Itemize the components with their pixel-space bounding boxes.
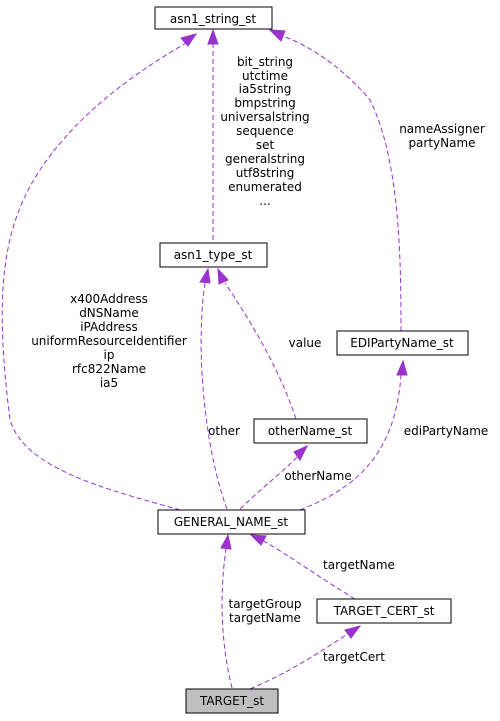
edge-general-name-to-other-name: [239, 444, 309, 510]
edge-general-name-to-asn1-string: [1, 33, 198, 511]
node-label: GENERAL_NAME_st: [174, 515, 289, 529]
edge-label-line: ...: [259, 194, 270, 208]
node-asn1-type-st[interactable]: asn1_type_st: [159, 242, 268, 268]
arrowhead: [199, 267, 211, 284]
edge-asn1-type-to-asn1-string: [207, 28, 219, 240]
edge-label-line: ip: [104, 348, 115, 362]
edge-label-target-to-general-name: targetGroup targetName: [228, 597, 301, 625]
edge-label-line: bmpstring: [234, 96, 295, 110]
edge-label-line: generalstring: [225, 152, 305, 166]
edge-label-line: sequence: [236, 124, 294, 138]
edge-label-line: targetName: [229, 611, 301, 625]
arrowhead: [249, 534, 267, 546]
edge-label-general-name-to-other-name: otherName: [284, 469, 351, 483]
edge-label-line: partyName: [408, 136, 475, 150]
edge-target-cert-to-general-name: [249, 534, 356, 600]
node-edi-party-name-st[interactable]: EDIPartyName_st: [336, 330, 469, 356]
edge-label-line: ediPartyName: [404, 424, 489, 438]
edge-edi-party-name-to-asn1-string: [268, 29, 402, 332]
edge-label-line: ia5: [100, 376, 118, 390]
edge-label-target-cert-to-general-name: targetName: [323, 558, 395, 572]
edge-label-line: utf8string: [236, 166, 295, 180]
edge-label-line: uniformResourceIdentifier: [31, 334, 187, 348]
node-general-name-st[interactable]: GENERAL_NAME_st: [157, 509, 306, 535]
edge-general-name-to-asn1-type: [199, 267, 228, 510]
edge-label-other-name-to-asn1-type: value: [289, 336, 322, 350]
edge-label-general-name-to-asn1-string: x400Address dNSName iPAddress uniformRes…: [31, 292, 187, 390]
edge-target-to-general-name: [220, 533, 233, 689]
arrowhead: [180, 33, 198, 47]
edge-label-line: ia5string: [239, 82, 292, 96]
node-label: EDIPartyName_st: [350, 336, 454, 350]
node-target-st[interactable]: TARGET_st: [185, 688, 279, 714]
edge-label-line: rfc822Name: [72, 362, 146, 376]
node-label: asn1_type_st: [174, 248, 253, 262]
edge-label-line: targetGroup: [228, 597, 301, 611]
edge-label-line: dNSName: [79, 306, 139, 320]
edge-label-line: value: [289, 336, 322, 350]
edge-label-general-name-to-edi-party-name: ediPartyName: [404, 424, 489, 438]
node-other-name-st[interactable]: otherName_st: [253, 418, 368, 444]
arrowhead: [293, 444, 309, 461]
edge-label-line: universalstring: [220, 110, 309, 124]
node-label: TARGET_CERT_st: [333, 604, 435, 618]
arrowhead: [220, 533, 232, 550]
edge-label-line: other: [208, 424, 240, 438]
edge-label-line: enumerated: [228, 180, 302, 194]
edge-label-line: x400Address: [70, 292, 148, 306]
edge-label-asn1-type-to-asn1-string: bit_string utctime ia5string bmpstring u…: [220, 55, 309, 208]
node-asn1-string-st[interactable]: asn1_string_st: [154, 6, 273, 30]
edge-label-edi-party-name-to-asn1-string: nameAssigner partyName: [399, 122, 485, 150]
arrowhead: [396, 359, 408, 376]
edge-label-line: set: [256, 138, 275, 152]
edge-label-line: targetName: [323, 558, 395, 572]
arrowhead: [268, 29, 286, 42]
node-label: asn1_string_st: [170, 12, 257, 26]
arrowhead: [207, 28, 219, 45]
edge-label-target-to-target-cert: targetCert: [323, 650, 385, 664]
edge-label-line: targetCert: [323, 650, 385, 664]
arrowhead: [217, 267, 229, 285]
edge-target-to-target-cert: [249, 625, 362, 690]
node-label: otherName_st: [268, 424, 353, 438]
arrowhead: [344, 625, 362, 639]
edge-label-line: otherName: [284, 469, 351, 483]
edge-label-line: iPAddress: [80, 320, 138, 334]
edge-other-name-to-asn1-type: [217, 267, 297, 420]
node-label: TARGET_st: [199, 694, 264, 708]
edge-label-line: nameAssigner: [399, 122, 485, 136]
node-target-cert-st[interactable]: TARGET_CERT_st: [316, 598, 452, 624]
edge-label-line: utctime: [242, 69, 288, 83]
edge-label-line: bit_string: [237, 55, 293, 69]
edge-label-general-name-to-asn1-type: other: [208, 424, 240, 438]
edge-general-name-to-edi-party-name: [299, 359, 408, 511]
